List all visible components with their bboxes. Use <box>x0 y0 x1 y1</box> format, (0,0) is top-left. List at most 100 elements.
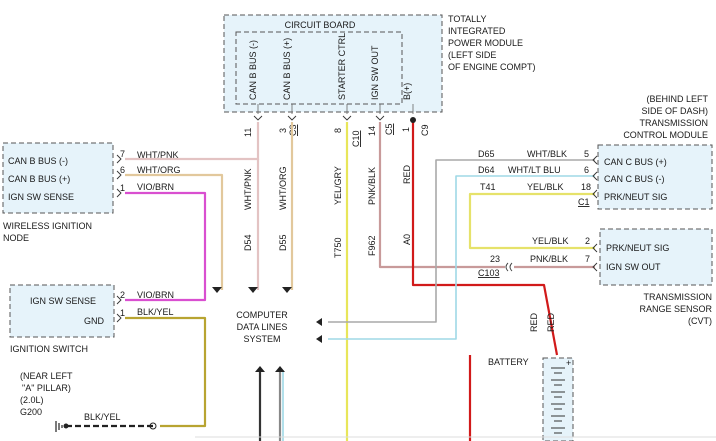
trs-pin-number: 7 <box>585 254 590 264</box>
circuit-id: D65 <box>478 149 495 159</box>
wire-vio-brn <box>125 191 207 302</box>
transmission-control-module: (BEHIND LEFT SIDE OF DASH) TRANSMISSION … <box>478 94 713 210</box>
battery-plus-sign: + <box>566 358 571 368</box>
circuit-id: T750 <box>333 237 343 258</box>
tcm-pin-label: CAN C BUS (-) <box>604 174 665 184</box>
battery-box <box>542 357 574 441</box>
wire-can-c-plus <box>328 159 595 323</box>
pin-label-b-plus: B(+) <box>402 83 412 100</box>
pin-chevrons <box>116 115 598 323</box>
trs-pin-number: 2 <box>585 236 590 246</box>
ign-switch-pin-number: 1 <box>120 308 125 318</box>
ground-g200: (NEAR LEFT "A" PILLAR) (2.0L) G200 BLK/Y… <box>20 371 157 432</box>
c103-label: C103 <box>478 268 500 278</box>
trs-pin-label: IGN SW OUT <box>606 262 661 272</box>
tipm-title-line: INTEGRATED <box>448 26 506 36</box>
pin-number: 8 <box>333 128 343 133</box>
wire-color-label: WHT/BLK <box>527 149 567 159</box>
tcm-pin-label: PRK/NEUT SIG <box>604 192 667 202</box>
computer-data-lines-title: DATA LINES <box>237 322 288 332</box>
wire-color-label: BLK/YEL <box>137 307 174 317</box>
wire-color-label: WHT/ORG <box>137 165 181 175</box>
tipm-title-line: TOTALLY <box>448 14 487 24</box>
win-pin-label: IGN SW SENSE <box>8 192 74 202</box>
tipm-title-line: POWER MODULE <box>448 38 523 48</box>
wire-color-label: PNK/BLK <box>367 167 377 205</box>
wire-color-label: YEL/BLK <box>527 182 564 192</box>
tipm-title-line: (LEFT SIDE <box>448 50 496 60</box>
ground-symbol <box>55 421 63 432</box>
pin-number: 3 <box>278 128 288 133</box>
battery-cells <box>551 367 565 434</box>
tcm-box <box>597 144 713 210</box>
tcm-pin-number: 6 <box>584 165 589 175</box>
wire-wht-org <box>125 173 224 290</box>
ground-engine: (2.0L) <box>20 395 44 405</box>
wire-color-label: VIO/BRN <box>137 290 174 300</box>
battery-label: BATTERY <box>488 357 529 367</box>
pin-label-ign-sw-out: IGN SW OUT <box>370 45 380 100</box>
tcm-location: (BEHIND LEFT <box>646 94 708 104</box>
wire-color-label: VIO/BRN <box>137 182 174 192</box>
wire-color-label: WHT/LT BLU <box>508 165 561 175</box>
transmission-range-sensor: PRK/NEUT SIG IGN SW OUT 2 7 YEL/BLK PNK/… <box>530 228 713 326</box>
wireless-ignition-node: CAN B BUS (-) CAN B BUS (+) IGN SW SENSE… <box>2 142 181 243</box>
ign-switch-pin-label: IGN SW SENSE <box>30 296 96 306</box>
tcm-title: CONTROL MODULE <box>623 130 708 140</box>
ign-switch-pin-label: GND <box>84 316 105 326</box>
wire-red-batt <box>411 122 559 356</box>
win-pin-label: CAN B BUS (+) <box>8 174 70 184</box>
trs-pin-label: PRK/NEUT SIG <box>606 243 669 253</box>
vertical-wire-labels: WHT/PNK WHT/ORG YEL/GRY PNK/BLK RED D54 … <box>243 164 412 258</box>
circuit-board-box <box>235 31 403 105</box>
wire-pnk-blk <box>378 122 505 269</box>
pin-number: 14 <box>367 126 377 136</box>
computer-data-lines-title: COMPUTER <box>236 310 288 320</box>
circuit-board-title: CIRCUIT BOARD <box>285 20 356 30</box>
c103-connector: 23 C103 <box>478 254 513 278</box>
win-pin-number: 7 <box>120 149 125 159</box>
wire-color-label: WHT/PNK <box>243 169 253 211</box>
pin-number: 11 <box>243 128 253 137</box>
wire-color-label: BLK/YEL <box>84 412 121 422</box>
win-pin-label: CAN B BUS (-) <box>8 156 68 166</box>
tipm: CIRCUIT BOARD TOTALLY INTEGRATED POWER M… <box>223 14 536 147</box>
tcm-location: SIDE OF DASH) <box>641 106 708 116</box>
circuit-id: D64 <box>478 165 495 175</box>
win-title: WIRELESS IGNITION <box>3 221 92 231</box>
ign-switch-box <box>9 284 115 338</box>
win-title: NODE <box>3 233 29 243</box>
tcm-connector-id: C1 <box>578 197 590 207</box>
ground-location: "A" PILLAR) <box>22 383 71 393</box>
ground-location: (NEAR LEFT <box>20 371 73 381</box>
ignition-switch: IGN SW SENSE GND 2 1 VIO/BRN BLK/YEL IGN… <box>9 284 174 354</box>
wire-color-label: RED <box>546 312 556 332</box>
ign-switch-title: IGNITION SWITCH <box>10 344 88 354</box>
circuit-id: D55 <box>278 234 288 251</box>
wire-can-c-minus <box>328 175 595 340</box>
tipm-title-line: OF ENGINE COMPT) <box>448 62 536 72</box>
wire-color-label: RED <box>529 312 539 332</box>
pin-label-can-b-plus: CAN B BUS (+) <box>282 38 292 100</box>
ground-splice <box>149 422 157 430</box>
win-box <box>2 142 114 214</box>
computer-data-lines-system: COMPUTER DATA LINES SYSTEM <box>212 287 322 372</box>
wires <box>66 122 595 441</box>
circuit-id: D54 <box>243 234 253 251</box>
battery: BATTERY RED RED + <box>488 312 574 441</box>
ground-eyelet <box>63 423 69 429</box>
wire-color-label: PNK/BLK <box>530 254 568 264</box>
connector-id: C5 <box>384 123 394 135</box>
wire-color-label: YEL/GRY <box>333 166 343 205</box>
wire-color-label: YEL/BLK <box>532 236 569 246</box>
wire-color-label: WHT/ORG <box>278 167 288 211</box>
circuit-id: F962 <box>367 235 377 256</box>
c103-pin-number: 23 <box>490 254 500 264</box>
wire-color-label: WHT/PNK <box>137 150 179 160</box>
computer-data-lines-title: SYSTEM <box>243 334 280 344</box>
pin-label-can-b-minus: CAN B BUS (-) <box>248 40 258 100</box>
trs-title: (CVT) <box>688 316 712 326</box>
ground-id: G200 <box>20 407 42 417</box>
wire-yel-blk <box>468 192 595 250</box>
